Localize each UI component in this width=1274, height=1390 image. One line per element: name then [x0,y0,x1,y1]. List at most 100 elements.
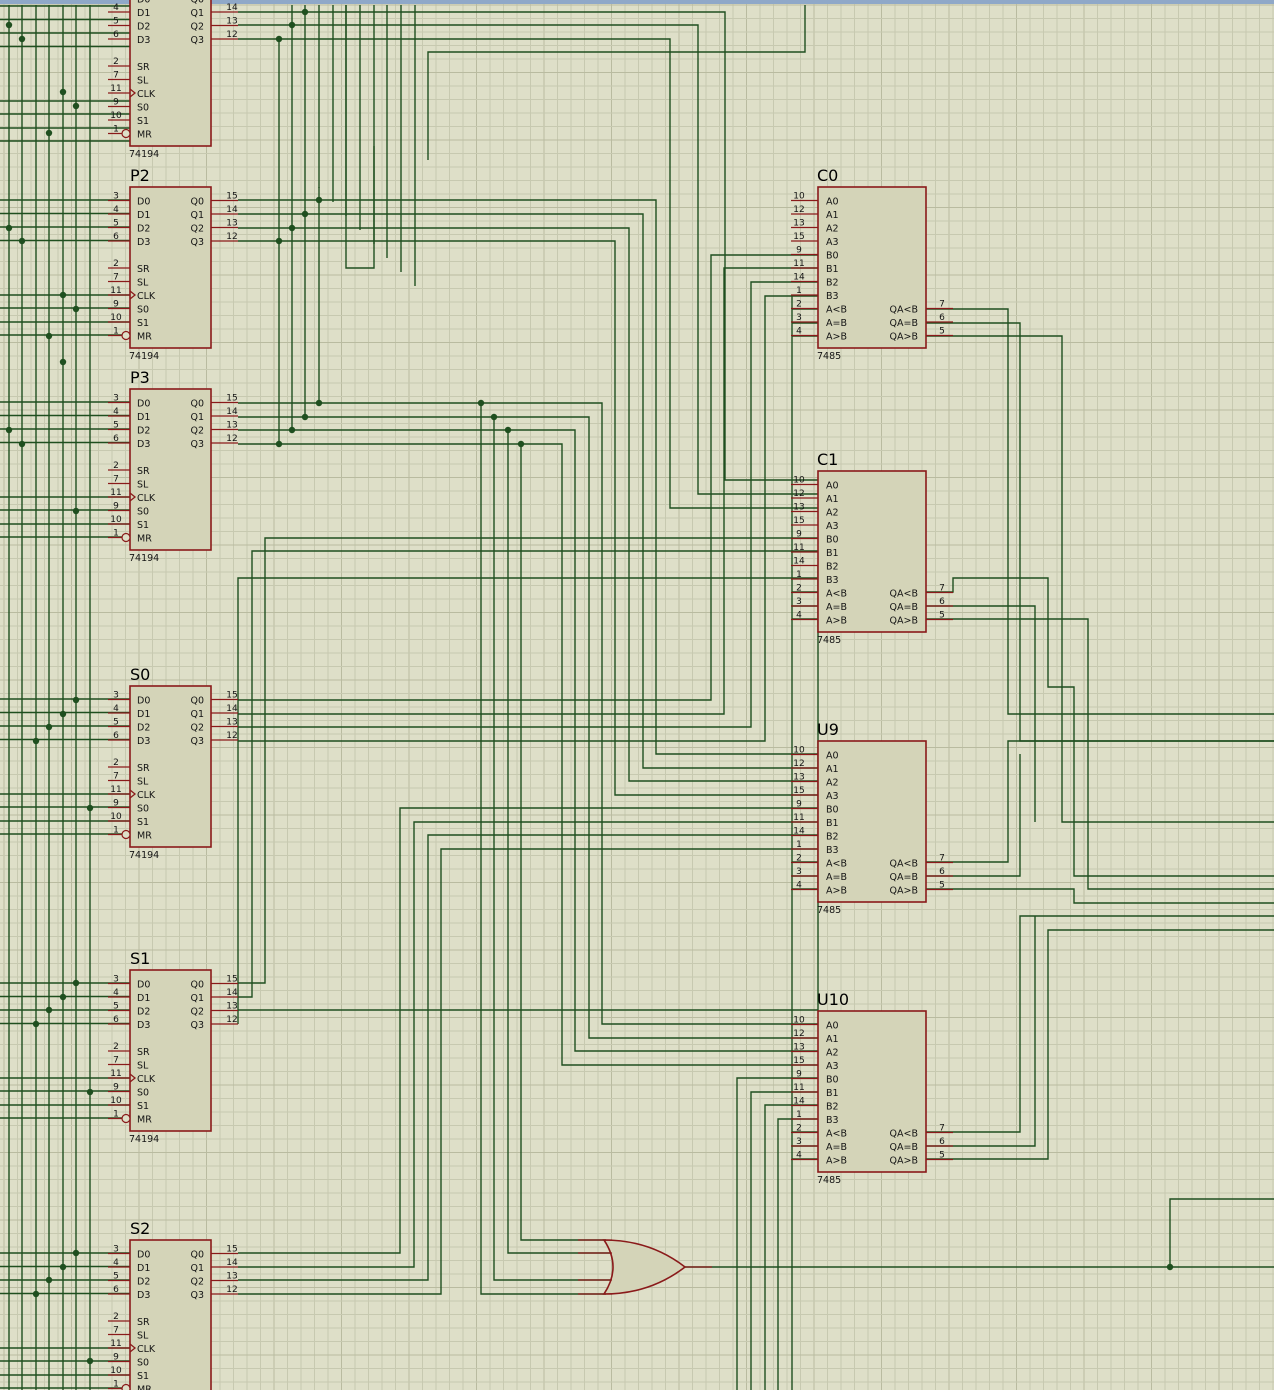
component-body [817,186,927,349]
pin-name: QA>B [890,616,918,627]
pin-name: SR [137,62,150,73]
pin-name: B2 [826,832,839,843]
pin-name: QA>B [890,886,918,897]
pin-number: 4 [113,704,119,714]
component-reference-label: P3 [130,368,150,387]
pin-number: 13 [226,1272,237,1282]
pin-name: MR [137,1115,152,1126]
clock-marker [129,789,137,799]
pin-number: 12 [793,489,804,499]
pin-number: 13 [793,503,804,513]
pin-number: 11 [793,543,804,553]
pin-number: 12 [793,759,804,769]
pin-number: 13 [226,421,237,431]
pin-number: 4 [113,988,119,998]
junction-dot [301,8,309,16]
component-reference-label: C0 [817,166,838,185]
pin-number: 6 [939,313,945,323]
pin-name: B3 [826,1115,839,1126]
pin-number: 9 [113,98,119,108]
component-part-label: 7485 [817,635,841,646]
pin-number: 15 [226,691,237,701]
pin-name: SL [137,1061,149,1072]
pin-number: 9 [796,1070,802,1080]
pin-number: 13 [226,718,237,728]
pin-name: B0 [826,805,839,816]
pin-name: CLK [137,291,156,302]
pin-name: Q1 [190,412,204,423]
pin-name: MR [137,534,152,545]
pin-number: 3 [796,1137,802,1147]
pin-number: 15 [226,394,237,404]
pin-number: 15 [793,516,804,526]
pin-number: 15 [226,192,237,202]
pin-name: Q2 [190,1007,204,1018]
inversion-bubble [121,330,131,341]
pin-name: D2 [137,1277,150,1288]
shift-register-74194[interactable]: 3D04D15D26D32SR7SL11CLK9S010S11MR15Q014Q… [108,0,238,160]
pin-name: D1 [137,1263,150,1274]
pin-number: 5 [939,327,945,337]
pin-number: 5 [113,219,119,229]
junction-dot [45,129,53,137]
pin-name: Q2 [190,723,204,734]
pin-name: A3 [826,1061,839,1072]
component-reference-label: C1 [817,450,838,469]
junction-dot [477,399,485,407]
pin-name: A1 [826,494,839,505]
pin-name: B3 [826,575,839,586]
pin-number: 5 [113,421,119,431]
component-body [129,969,212,1132]
or-gate-body [602,1239,687,1295]
junction-dot [59,291,67,299]
pin-number: 6 [113,30,119,40]
pin-number: 4 [113,3,119,13]
pin-number: 2 [113,259,119,269]
pin-name: A>B [826,332,847,343]
pin-name: A<B [826,589,847,600]
pin-number: 9 [796,800,802,810]
pin-number: 7 [113,475,119,485]
pin-name: MR [137,831,152,842]
pin-name: S1 [137,116,149,127]
pin-name: D1 [137,412,150,423]
junction-dot [72,696,80,704]
component-body [817,1010,927,1173]
pin-number: 5 [939,1151,945,1161]
pin-name: D2 [137,1007,150,1018]
component-body [129,388,212,551]
junction-dot [315,196,323,204]
pin-number: 12 [226,1285,237,1295]
pin-number: 11 [110,488,121,498]
pin-number: 11 [793,259,804,269]
junction-layer [5,8,1174,1365]
pin-name: SR [137,763,150,774]
pin-name: SL [137,480,149,491]
pin-number: 13 [793,773,804,783]
pin-number: 14 [793,827,805,837]
pin-name: SL [137,278,149,289]
pin-number: 1 [113,529,119,539]
component-reference-label: S2 [130,1219,150,1238]
pin-number: 10 [110,1096,122,1106]
pin-number: 11 [793,1083,804,1093]
junction-dot [301,413,309,421]
or-gate[interactable] [578,1239,712,1295]
inversion-bubble [121,1383,131,1390]
clock-marker [129,1073,137,1083]
component-part-label: 74194 [129,351,159,362]
pin-number: 4 [113,407,119,417]
pin-name: Q3 [190,237,204,248]
pin-name: QA>B [890,332,918,343]
pin-name: CLK [137,493,156,504]
